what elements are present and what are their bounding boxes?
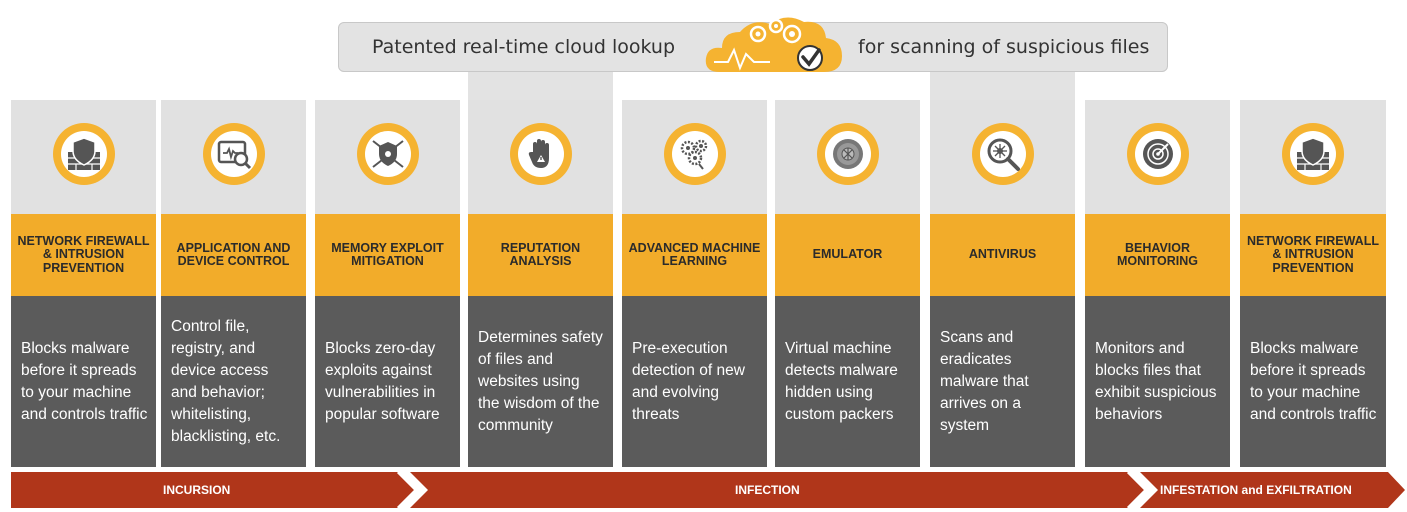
column-description: Pre-execution detection of new and evolv… <box>632 339 745 423</box>
column-title: EMULATOR <box>812 247 883 262</box>
column-advanced-machine-learning: ADVANCED MACHINE LEARNING Pre-execution … <box>622 100 767 467</box>
phase-segment-incursion <box>11 472 416 508</box>
hand-warning-icon <box>528 139 549 168</box>
column-icon-area <box>468 100 613 214</box>
column-icon-area <box>775 100 920 214</box>
column-title: BEHAVIOR MONITORING <box>1116 240 1199 268</box>
column-description: Blocks zero-day exploits against vulnera… <box>325 339 440 423</box>
column-title: ADVANCED MACHINE LEARNING <box>628 240 761 268</box>
column-icon-area <box>622 100 767 214</box>
column-description: Scans and eradicates malware that arrive… <box>940 328 1029 434</box>
banner-left-text: Patented real-time cloud lookup <box>372 36 676 58</box>
phase-arrow-bar <box>11 472 1405 508</box>
phase-label-infection: INFECTION <box>735 483 800 497</box>
banner-right-text: for scanning of suspicious files <box>858 36 1150 58</box>
column-network-firewall-left: NETWORK FIREWALL & INTRUSION PREVENTION … <box>11 100 156 467</box>
phase-segment-infestation <box>1140 472 1405 508</box>
cloud-gears-check-icon <box>705 17 842 72</box>
shield-arrows-icon <box>371 140 404 168</box>
column-title: MEMORY EXPLOIT MITIGATION <box>331 240 444 268</box>
firewall-shield-icon <box>1297 137 1329 170</box>
phase-segment-infection <box>410 472 1146 508</box>
window-search-icon <box>217 140 251 170</box>
column-title: APPLICATION AND DEVICE CONTROL <box>176 240 291 268</box>
column-emulator: EMULATOR Virtual machine detects malware… <box>775 100 920 467</box>
magnifier-virus-icon <box>987 138 1020 171</box>
column-reputation-analysis: REPUTATION ANALYSIS Determines safety of… <box>468 100 613 467</box>
column-icon-area <box>315 100 460 214</box>
banner-connector-left <box>468 72 613 100</box>
column-icon-area <box>1240 100 1386 214</box>
column-description: Control file, registry, and device acces… <box>171 317 281 445</box>
column-description: Determines safety of files and websites … <box>478 328 603 434</box>
firewall-shield-icon <box>67 137 100 170</box>
column-icon-area <box>11 100 156 214</box>
column-icon-area <box>930 100 1075 214</box>
column-title: NETWORK FIREWALL & INTRUSION PREVENTION <box>17 233 150 275</box>
column-icon-area <box>161 100 306 214</box>
column-icon-area <box>1085 100 1230 214</box>
column-title: NETWORK FIREWALL & INTRUSION PREVENTION <box>1247 233 1379 275</box>
column-memory-exploit-mitigation: MEMORY EXPLOIT MITIGATION Blocks zero-da… <box>315 100 460 467</box>
column-antivirus: ANTIVIRUS Scans and eradicates malware t… <box>930 100 1075 467</box>
column-title: REPUTATION ANALYSIS <box>500 240 581 268</box>
radar-icon <box>1142 139 1173 169</box>
column-behavior-monitoring: BEHAVIOR MONITORING Monitors and blocks … <box>1085 100 1230 467</box>
banner-connector-right <box>930 72 1075 100</box>
column-title: ANTIVIRUS <box>968 247 1037 262</box>
column-description: Monitors and blocks files that exhibit s… <box>1095 339 1217 423</box>
disc-bug-icon <box>832 139 863 169</box>
column-application-device-control: APPLICATION AND DEVICE CONTROL Control f… <box>161 100 306 467</box>
phase-label-infestation: INFESTATION and EXFILTRATION <box>1160 483 1352 497</box>
column-description: Blocks malware before it spreads to your… <box>1250 339 1377 423</box>
column-network-firewall-right: NETWORK FIREWALL & INTRUSION PREVENTION … <box>1240 100 1386 467</box>
column-description: Virtual machine detects malware hidden u… <box>785 339 898 423</box>
column-description: Blocks malware before it spreads to your… <box>21 339 148 423</box>
phase-label-incursion: INCURSION <box>163 483 231 497</box>
brain-gears-icon <box>680 139 707 170</box>
